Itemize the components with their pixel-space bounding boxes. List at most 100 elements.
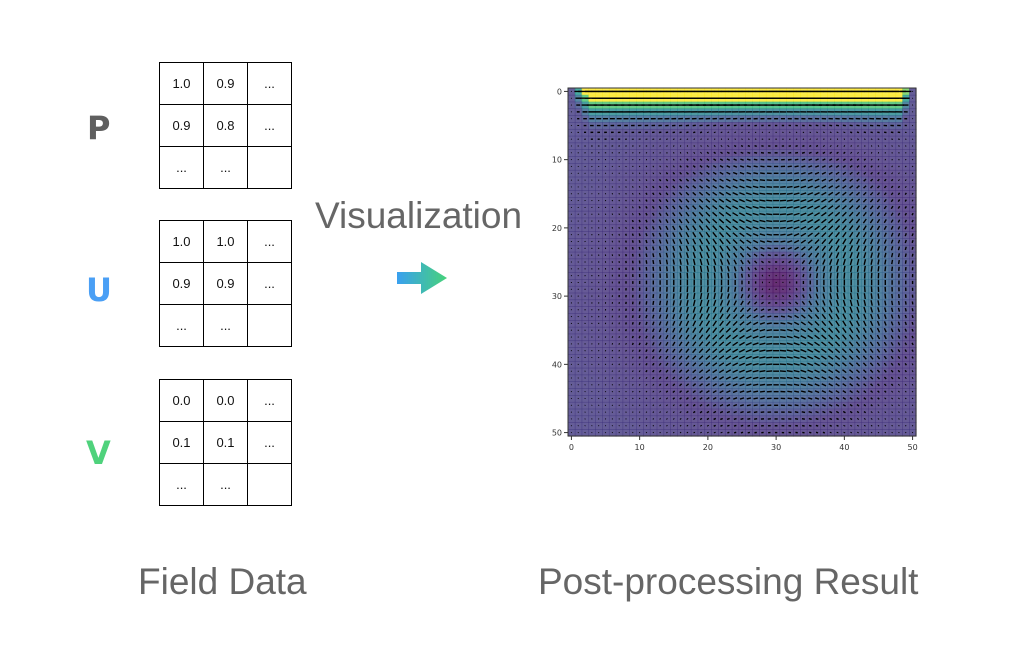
- quiver-arrow: [618, 342, 620, 345]
- quiver-arrow: [631, 349, 634, 352]
- quiver-arrow: [652, 192, 655, 196]
- quiver-arrow: [678, 212, 683, 217]
- quiver-arrow: [632, 383, 634, 386]
- quiver-arrow: [787, 308, 792, 312]
- quiver-arrow: [863, 252, 867, 259]
- quiver-arrow: [658, 362, 662, 366]
- quiver-arrow: [814, 185, 820, 189]
- quiver-arrow: [698, 376, 704, 380]
- quiver-arrow: [911, 233, 914, 237]
- quiver-arrow: [658, 321, 662, 326]
- quiver-arrow: [904, 390, 907, 393]
- quiver-arrow: [632, 152, 634, 154]
- quiver-arrow: [862, 231, 867, 238]
- quiver-arrow: [849, 252, 853, 259]
- quiver-arrow: [659, 300, 662, 306]
- quiver-arrow: [883, 327, 887, 333]
- quiver-arrow: [883, 362, 887, 367]
- quiver-arrow: [665, 390, 669, 393]
- quiver-arrow: [672, 300, 675, 306]
- quiver-arrow: [779, 342, 786, 345]
- quiver-arrow: [618, 199, 620, 202]
- quiver-arrow: [706, 292, 710, 300]
- quiver-arrow: [699, 245, 703, 252]
- quiver-arrow: [699, 171, 703, 175]
- quiver-arrow: [768, 288, 771, 291]
- quiver-arrow: [706, 265, 710, 272]
- quiver-arrow: [726, 266, 730, 272]
- quiver-arrow: [767, 260, 771, 264]
- quiver-arrow: [672, 376, 676, 380]
- quiver-arrow: [828, 369, 834, 374]
- quiver-arrow: [815, 286, 819, 292]
- quiver-arrow: [719, 390, 724, 394]
- quiver-arrow: [911, 131, 914, 134]
- quiver-arrow: [759, 199, 766, 202]
- quiver-arrow: [733, 158, 737, 161]
- quiver-arrow: [814, 225, 820, 231]
- quiver-arrow: [794, 308, 799, 312]
- quiver-arrow: [781, 295, 784, 297]
- quiver-arrow: [911, 158, 914, 161]
- quiver-arrow: [800, 314, 806, 319]
- quiver-arrow: [808, 165, 813, 168]
- quiver-arrow: [876, 212, 881, 217]
- heat-cell: [568, 142, 576, 151]
- quiver-arrow: [707, 138, 709, 140]
- quiver-arrow: [841, 362, 847, 367]
- quiver-arrow: [877, 266, 880, 272]
- quiver-arrow: [835, 238, 840, 245]
- quiver-arrow: [699, 165, 703, 168]
- quiver-arrow: [849, 376, 854, 380]
- quiver-arrow: [779, 220, 786, 223]
- quiver-arrow: [850, 131, 853, 134]
- quiver-arrow: [801, 151, 805, 154]
- quiver-arrow: [842, 185, 847, 189]
- quiver-arrow: [632, 397, 634, 400]
- quiver-arrow: [890, 362, 894, 366]
- quiver-arrow: [815, 165, 820, 168]
- quiver-arrow: [869, 225, 874, 231]
- quiver-arrow: [638, 233, 641, 237]
- quiver-arrow: [699, 131, 703, 134]
- quiver-arrow: [891, 293, 894, 299]
- quiver-arrow: [718, 225, 725, 231]
- quiver-arrow: [611, 370, 614, 372]
- quiver-arrow: [692, 178, 696, 182]
- quiver-arrow: [807, 178, 813, 182]
- quiver-arrow: [856, 238, 860, 245]
- quiver-arrow: [692, 191, 697, 196]
- quiver-arrow: [760, 260, 764, 264]
- quiver-arrow: [855, 231, 861, 238]
- quiver-arrow: [842, 252, 847, 259]
- quiver-arrow: [713, 299, 717, 307]
- quiver-arrow: [787, 397, 793, 400]
- quiver-arrow: [904, 185, 907, 188]
- heat-cell: [568, 88, 576, 96]
- quiver-arrow: [618, 329, 620, 332]
- quiver-arrow: [638, 246, 641, 250]
- quiver-arrow: [863, 390, 867, 394]
- quiver-arrow: [706, 306, 710, 313]
- quiver-arrow: [719, 252, 724, 259]
- quiver-arrow: [577, 172, 579, 174]
- quiver-arrow: [698, 198, 704, 203]
- quiver-arrow: [898, 172, 900, 175]
- quiver-arrow: [625, 192, 627, 195]
- quiver-arrow: [705, 198, 711, 203]
- quiver-arrow: [877, 259, 880, 265]
- quiver-arrow: [835, 313, 840, 320]
- quiver-arrow: [766, 336, 773, 339]
- quiver-arrow: [679, 265, 682, 272]
- quiver-arrow: [665, 321, 669, 326]
- quiver-arrow: [814, 198, 820, 203]
- quiver-arrow: [705, 185, 711, 189]
- quiver-arrow: [692, 390, 696, 394]
- quiver-arrow: [699, 292, 703, 300]
- quiver-arrow: [752, 335, 759, 339]
- quiver-arrow: [834, 334, 841, 340]
- quiver-arrow: [632, 179, 634, 181]
- quiver-arrow: [754, 267, 757, 271]
- quiver-arrow: [828, 191, 834, 196]
